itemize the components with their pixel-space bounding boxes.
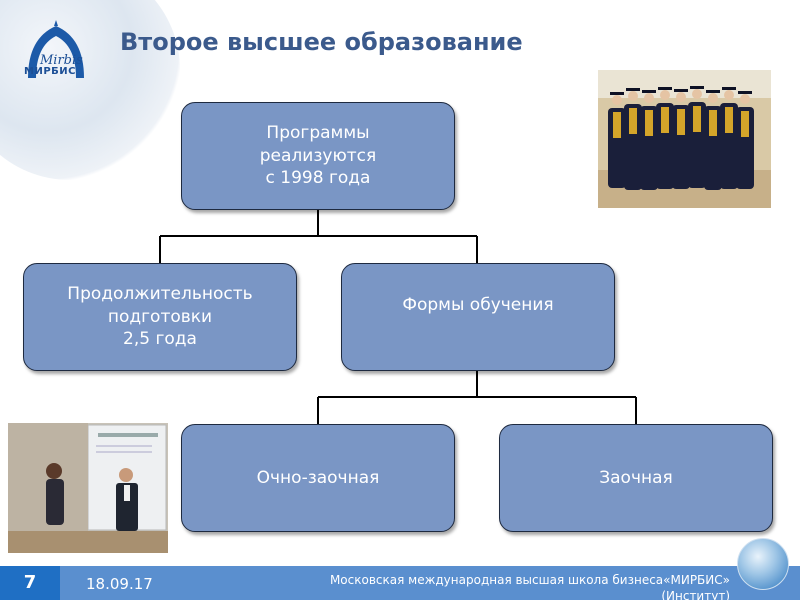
lecture-photo [8,423,168,553]
duration-box: Продолжительность подготовки 2,5 года [23,263,297,371]
footer-date: 18.09.17 [86,575,153,593]
graduates-photo [598,70,771,208]
mirbis-logo: Mirbis [28,20,84,78]
page-title: Второе высшее образование [120,28,523,56]
footer-institution: Московская международная высшая школа би… [329,573,730,603]
root-box: Программы реализуются с 1998 года [181,102,455,210]
study-forms-box-label: Формы обучения [402,295,554,315]
distance-box-label: Заочная [599,467,673,488]
page-number: 7 [23,572,37,593]
svg-text:Mirbis: Mirbis [39,53,83,68]
duration-box-label: Продолжительность подготовки 2,5 года [67,283,253,350]
study-forms-box: Формы обучения [341,263,615,371]
part-time-box: Очно-заочная [181,424,455,532]
globe-icon [737,538,789,590]
distance-box: Заочная [499,424,773,532]
logo-text: МИРБИС [24,66,76,77]
part-time-box-label: Очно-заочная [256,467,380,488]
root-box-label: Программы реализуются с 1998 года [259,122,377,189]
footer-bar [0,566,800,600]
footer-page-block [0,566,60,600]
